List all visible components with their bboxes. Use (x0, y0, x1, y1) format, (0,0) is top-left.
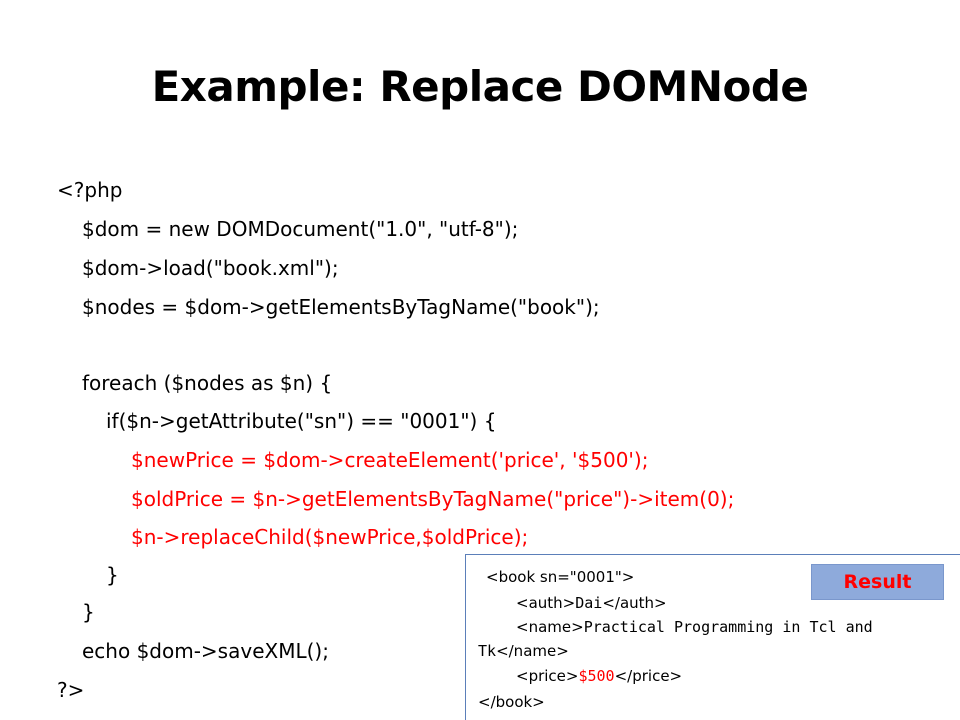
code-line-if: if($n->getAttribute("sn") == "0001") { (106, 409, 497, 433)
xml-price-close-tag: </price> (614, 667, 683, 685)
xml-name-value: Practical Programming in Tcl and (583, 618, 873, 636)
code-line-load: $dom->load("book.xml"); (82, 256, 339, 280)
xml-name-open-tag: <name> (516, 618, 584, 636)
xml-auth-line: <auth>Dai</auth> (516, 593, 667, 613)
xml-book-open: <book sn="0001"> (486, 568, 635, 586)
xml-price-open-tag: <price> (516, 667, 579, 685)
code-line-foreach: foreach ($nodes as $n) { (82, 371, 333, 395)
xml-price-line: <price>$500</price> (516, 666, 682, 686)
xml-name-value-continued: Tk (478, 642, 497, 660)
xml-auth-value: Dai (575, 594, 603, 612)
xml-auth-open-tag: <auth> (516, 594, 576, 612)
xml-auth-close-tag: </auth> (602, 594, 667, 612)
xml-name-continuation-line: Tk</name> (478, 641, 569, 661)
code-line-php-open: <?php (57, 178, 123, 202)
code-line-new-price: $newPrice = $dom->createElement('price',… (131, 448, 649, 472)
code-line-get-nodes: $nodes = $dom->getElementsByTagName("boo… (82, 295, 600, 319)
xml-price-value: $500 (578, 667, 615, 685)
xml-name-line: <name>Practical Programming in Tcl and (516, 617, 873, 637)
code-line-close-foreach: } (82, 600, 95, 624)
code-line-new-dom: $dom = new DOMDocument("1.0", "utf-8"); (82, 217, 519, 241)
xml-book-close: </book> (478, 693, 545, 711)
code-line-old-price: $oldPrice = $n->getElementsByTagName("pr… (131, 487, 735, 511)
code-line-echo: echo $dom->saveXML(); (82, 639, 329, 663)
code-line-close-if: } (106, 563, 119, 587)
slide-title: Example: Replace DOMNode (151, 62, 809, 111)
xml-name-close-tag: </name> (496, 642, 569, 660)
code-line-replace-child: $n->replaceChild($newPrice,$oldPrice); (131, 525, 529, 549)
result-badge: Result (811, 564, 944, 600)
code-line-php-close: ?> (57, 678, 85, 702)
result-panel: Result <book sn="0001"> <auth>Dai</auth>… (465, 554, 960, 720)
